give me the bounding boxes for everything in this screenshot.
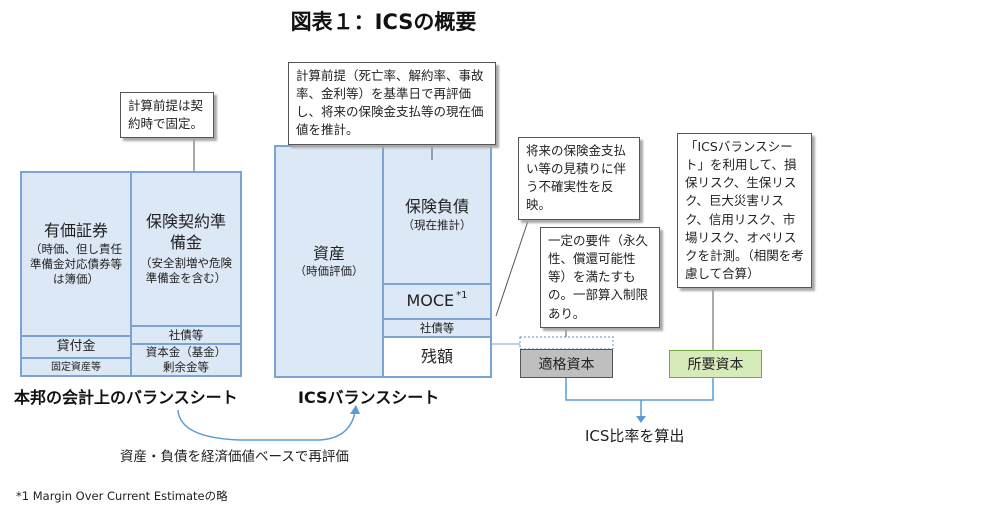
surplus-label: 剰余金等 (163, 360, 209, 374)
securities-cell: 有価証券 （時価、但し責任準備金対応債券等は簿価） (20, 171, 132, 337)
loans-label: 貸付金 (56, 338, 96, 354)
moce-cell: MOCE*1 (382, 283, 492, 320)
eligible-capital-tag: 適格資本 (520, 349, 613, 378)
assets-note: （時価評価） (294, 264, 364, 279)
liability-label: 保険負債 (404, 197, 469, 217)
capital-cell: 資本金（基金） 剰余金等 (130, 343, 242, 377)
reserve-cell: 保険契約準備金 （安全割増や危険準備金を含む） (130, 171, 242, 327)
accounting-sheet-caption: 本邦の会計上のバランスシート (14, 388, 238, 407)
revaluation-label: 資産・負債を経済価値ベースで再評価 (120, 449, 349, 465)
moce-footnote-mark: *1 (456, 290, 468, 301)
reserve-label: 保険契約準備金 (146, 212, 227, 253)
bonds-label-left: 社債等 (168, 327, 204, 342)
callout-fixed-premise: 計算前提は契約時で固定。 (120, 92, 214, 139)
ratio-label: ICS比率を算出 (585, 427, 685, 445)
callout-ics-premise: 計算前提（死亡率、解約率、事故率、金利等）を基準日で再評価し、将来の保険金支払等… (288, 62, 496, 145)
callout-moce: 将来の保険金支払い等の見積りに伴う不確実性を反映。 (518, 137, 640, 220)
moce-label: MOCE (406, 291, 455, 311)
fixed-assets-label: 固定資産等 (51, 361, 101, 373)
bonds-label-ics: 社債等 (419, 320, 455, 335)
ics-sheet-caption: ICSバランスシート (298, 388, 440, 407)
securities-note: （時価、但し責任準備金対応債券等は簿価） (30, 241, 122, 286)
assets-cell: 資産 （時価評価） (274, 145, 384, 378)
residual-label: 残額 (420, 346, 453, 366)
fixed-assets-cell: 固定資産等 (20, 357, 132, 377)
page-title: 図表１：ICSの概要 (290, 10, 477, 34)
liability-note: （現在推計） (402, 217, 472, 232)
callout-required: 「ICSバランスシート」を利用して、損保リスク、生保リスク、巨大災害リスク、信用… (677, 133, 812, 288)
liability-cell: 保険負債 （現在推計） (382, 145, 492, 285)
reserve-note: （安全割増や危険準備金を含む） (140, 255, 232, 285)
securities-label: 有価証券 (43, 221, 108, 241)
assets-label: 資産 (312, 243, 345, 263)
residual-cell: 残額 (382, 336, 492, 378)
footnote: *1 Margin Over Current Estimateの略 (16, 489, 228, 503)
capital-label: 資本金（基金） (145, 345, 227, 360)
required-capital-tag: 所要資本 (669, 350, 762, 378)
callout-eligible: 一定の要件（永久性、償還可能性等）を満たすもの。一部算入制限あり。 (540, 227, 660, 328)
